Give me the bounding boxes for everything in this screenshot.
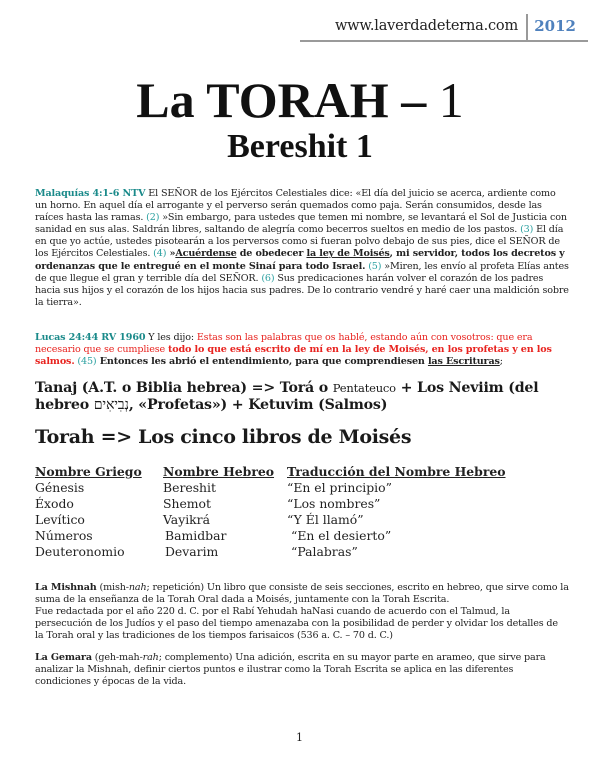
column-header: Nombre Hebreo xyxy=(163,464,275,479)
passage-text: , mi servidor, todos los decretos y orde… xyxy=(35,248,565,272)
pronunciation-stress: nah xyxy=(128,582,147,593)
passage-red-emphasis: todo lo que está escrito de mí en la ley… xyxy=(35,344,552,368)
defined-term: La Mishnah xyxy=(35,582,97,593)
table-cell: “Y Él llamó” xyxy=(287,512,364,528)
table-cell: Números xyxy=(35,528,93,544)
definition-text: Fue redactada por el año 220 d. C. por e… xyxy=(35,606,558,642)
passage-emphasis: las Escrituras xyxy=(427,356,500,368)
table-cell: “Los nombres” xyxy=(287,496,381,512)
defined-term: La Gemara xyxy=(35,652,92,663)
title-text: La TORAH – xyxy=(136,72,439,128)
table-cell: “En el principio” xyxy=(287,480,392,496)
table-row: Deuteronomio Devarim “Palabras” xyxy=(35,544,551,560)
pronunciation-stress: rah xyxy=(142,652,159,663)
lucas-passage: Lucas 24:44 RV 1960 Y les dijo: Estas so… xyxy=(35,332,569,368)
title-number: 1 xyxy=(438,72,464,128)
section-heading: Torah => Los cinco libros de Moisés xyxy=(35,426,412,448)
scripture-reference: Lucas 24:44 RV 1960 xyxy=(35,332,146,343)
header-separator xyxy=(526,14,528,40)
pronunciation: (geh-mah- xyxy=(91,652,143,663)
table-cell: Vayikrá xyxy=(163,512,210,528)
table-cell: Shemot xyxy=(163,496,211,512)
table-cell: “Palabras” xyxy=(291,544,358,560)
table-cell: Bamidbar xyxy=(165,528,227,544)
tanaj-text: Pentateuco xyxy=(332,381,396,395)
tanaj-text: + Los Neviim (del hebreo xyxy=(35,380,539,413)
header-year: 2012 xyxy=(534,17,576,35)
table-header-row: Nombre Griego Nombre Hebreo Traducción d… xyxy=(35,464,551,480)
table-row: Números Bamidbar “En el desierto” xyxy=(35,528,551,544)
header-rule xyxy=(300,40,588,42)
column-header: Nombre Griego xyxy=(35,464,142,479)
table-cell: Éxodo xyxy=(35,496,74,512)
table-cell: Génesis xyxy=(35,480,85,496)
definition-text: ; repetición) Un libro que consiste de s… xyxy=(35,582,569,606)
verse-number: (5) xyxy=(368,260,382,272)
mishnah-definition: La Mishnah (mish-nah; repetición) Un lib… xyxy=(35,582,569,642)
table-row: Génesis Bereshit “En el principio” xyxy=(35,480,551,496)
table-row: Éxodo Shemot “Los nombres” xyxy=(35,496,551,512)
tanaj-text: , «Profetas») + Ketuvim (Salmos) xyxy=(128,397,388,413)
passage-emphasis: Acuérdense xyxy=(175,248,237,260)
passage-text: Y les dijo: xyxy=(145,332,197,343)
passage-text: Entonces les abrió el entendimiento, par… xyxy=(96,356,428,368)
scripture-reference: Malaquías 4:1-6 NTV xyxy=(35,188,146,199)
definition-text: ; complemento) Una adición, escrita en s… xyxy=(35,652,546,688)
passage-text: »Miren, les envío al profeta Elías antes… xyxy=(35,260,569,284)
passage-text: El SEÑOR de los Ejércitos Celestiales di… xyxy=(35,188,556,224)
books-table: Nombre Griego Nombre Hebreo Traducción d… xyxy=(35,464,551,561)
table-cell: “En el desierto” xyxy=(291,528,392,544)
passage-text: El día en que yo actúe, ustedes pisotear… xyxy=(35,224,564,260)
verse-number: (4) xyxy=(153,248,167,260)
table-cell: Devarim xyxy=(165,544,219,560)
website-url: www.laverdadeterna.com xyxy=(334,18,518,34)
malaquias-passage: Malaquías 4:1-6 NTV El SEÑOR de los Ejér… xyxy=(35,188,569,309)
passage-red-text: Estas son las palabras que os hablé, est… xyxy=(35,332,533,356)
verse-number: (2) xyxy=(146,212,160,224)
hebrew-word: נְבִיאִים xyxy=(93,397,129,413)
passage-text: »Sin embargo, para ustedes que temen mi … xyxy=(35,212,567,236)
page-subtitle: Bereshit 1 xyxy=(227,128,373,165)
tanaj-definition: Tanaj (A.T. o Biblia hebrea) => Torá o P… xyxy=(35,380,575,414)
passage-text: de obedecer xyxy=(236,248,307,260)
gemara-definition: La Gemara (geh-mah-rah; complemento) Una… xyxy=(35,652,569,688)
table-cell: Bereshit xyxy=(163,480,216,496)
table-row: Levítico Vayikrá “Y Él llamó” xyxy=(35,512,551,528)
passage-text: » xyxy=(166,248,176,260)
passage-emphasis: la ley de Moisés xyxy=(306,248,390,260)
page-title: La TORAH – 1 xyxy=(0,72,600,128)
verse-number: (45) xyxy=(77,356,97,368)
verse-number: (3) xyxy=(520,224,534,236)
page-number: 1 xyxy=(296,731,303,744)
passage-text: Sus predicaciones harán volver el corazó… xyxy=(35,272,569,308)
passage-text: ; xyxy=(499,356,503,368)
column-header: Traducción del Nombre Hebreo xyxy=(287,464,506,479)
page-header: www.laverdadeterna.com 2012 xyxy=(300,14,588,42)
verse-number: (6) xyxy=(261,272,275,284)
table-cell: Levítico xyxy=(35,512,85,528)
pronunciation: (mish- xyxy=(96,582,130,593)
tanaj-text: Tanaj (A.T. o Biblia hebrea) => Torá o xyxy=(35,380,333,396)
table-cell: Deuteronomio xyxy=(35,544,125,560)
